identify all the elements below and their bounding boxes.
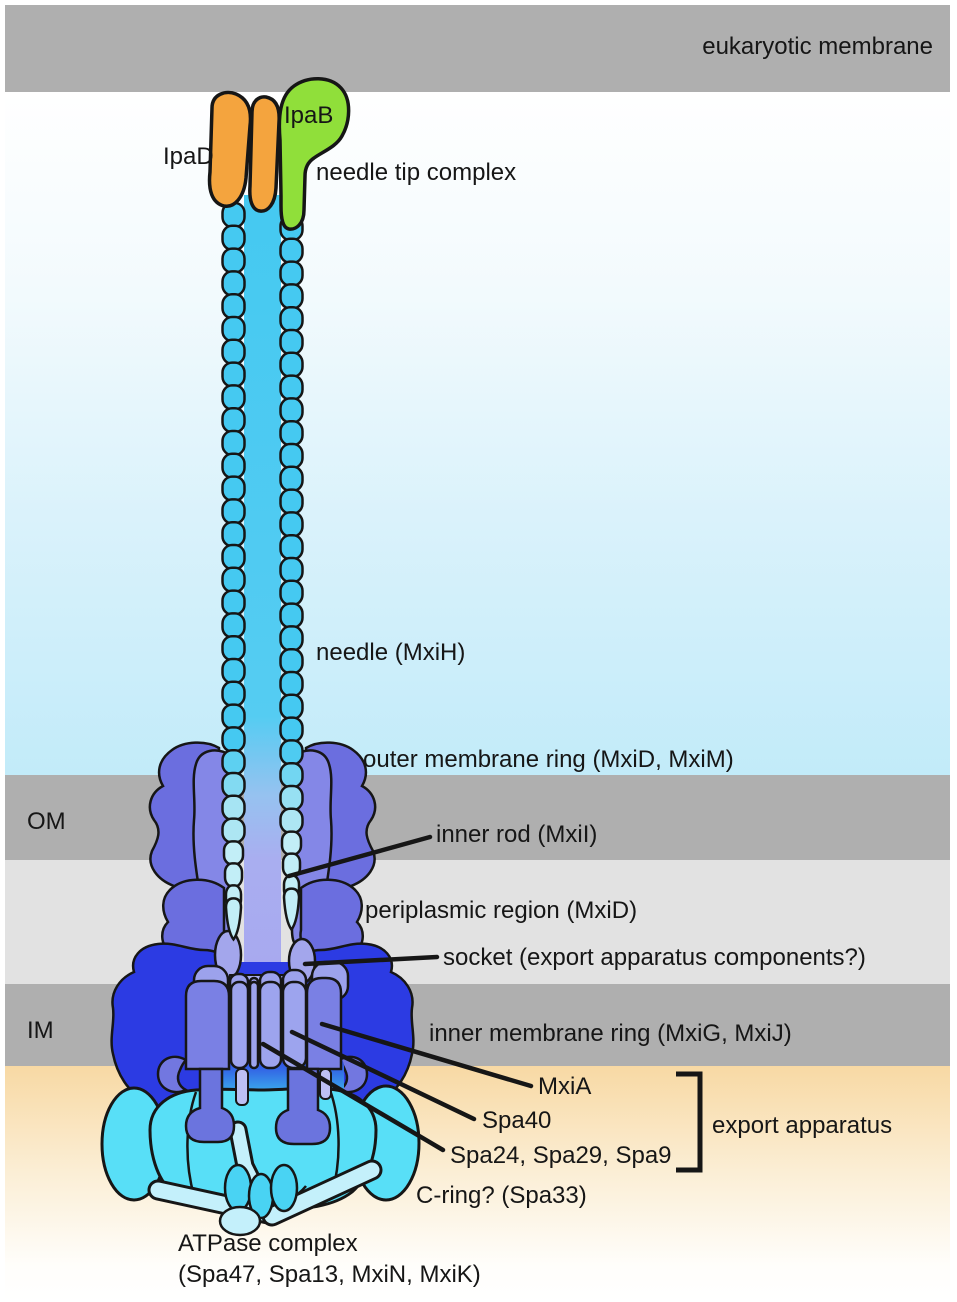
export-bar [229, 980, 250, 1070]
leader-spa24 [260, 1041, 446, 1153]
ipab-subunit [277, 77, 351, 231]
export-apparatus [184, 960, 350, 1146]
label-needle-tip-complex: needle tip complex [316, 159, 517, 186]
inner-rod-tip [282, 887, 301, 932]
atpase-subunit [269, 1163, 299, 1213]
export-block [184, 979, 231, 1071]
label-mxia: MxiA [538, 1073, 592, 1100]
leader-socket [302, 954, 440, 967]
label-periplasmic-region: periplasmic region (MxiD) [365, 897, 638, 924]
atpase-subunit [223, 1163, 253, 1213]
label-eukaryotic-membrane: eukaryotic membrane [702, 33, 933, 60]
label-spa40: Spa40 [482, 1107, 552, 1134]
needle-channel [244, 195, 281, 985]
needle-right-strand [279, 214, 304, 932]
label-export-apparatus: export apparatus [712, 1112, 893, 1139]
atpase-complex [147, 1120, 383, 1237]
label-inner-membrane-ring: inner membrane ring (MxiG, MxiJ) [429, 1020, 792, 1047]
leader-spa40 [289, 1029, 477, 1122]
inner-rod-tip [224, 897, 243, 942]
export-bar [281, 980, 308, 1070]
needle-tip-complex [207, 77, 351, 231]
export-bar [248, 980, 260, 1070]
atpase-base [218, 1205, 262, 1237]
label-om: OM [27, 808, 66, 835]
leader-mxia [319, 1021, 534, 1089]
leader-inner-rod [286, 834, 433, 879]
label-atpase-components: (Spa47, Spa13, MxiN, MxiK) [178, 1261, 481, 1288]
label-spa24-spa29-spa9: Spa24, Spa29, Spa9 [450, 1142, 672, 1169]
label-outer-membrane-ring: outer membrane ring (MxiD, MxiM) [363, 746, 734, 773]
label-inner-rod: inner rod (MxiI) [436, 821, 598, 848]
label-atpase-complex: ATPase complex [178, 1230, 358, 1257]
label-socket: socket (export apparatus components?) [443, 944, 866, 971]
ipad-subunit [248, 95, 281, 213]
ipad-subunit [207, 90, 253, 208]
export-leg [274, 1067, 332, 1146]
label-ipab: IpaB [284, 102, 334, 129]
needle-left-strand [221, 201, 246, 942]
label-needle: needle (MxiH) [316, 639, 466, 666]
export-apparatus-bracket [676, 1071, 703, 1173]
label-ipad: IpaD [163, 143, 214, 170]
extracellular-space-band [5, 92, 950, 775]
label-c-ring: C-ring? (Spa33) [416, 1182, 587, 1209]
export-leg [184, 1067, 236, 1144]
label-im: IM [27, 1017, 54, 1044]
eukaryotic-membrane-band [5, 5, 950, 92]
leader-lines [260, 834, 534, 1153]
